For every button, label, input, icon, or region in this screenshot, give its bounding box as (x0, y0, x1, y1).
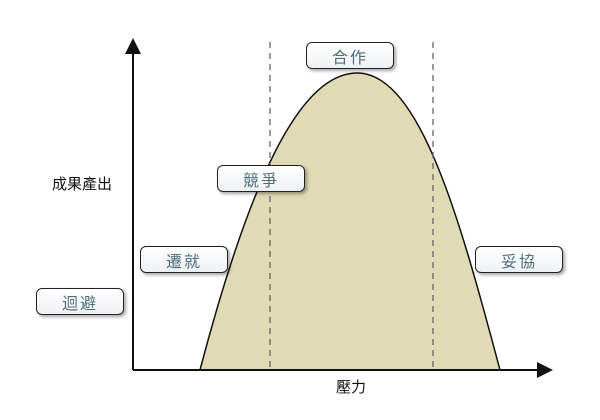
stage-collaborate: 合作 (306, 42, 394, 69)
x-axis-label: 壓力 (336, 378, 367, 396)
stage-accommodate: 遷就 (140, 246, 228, 273)
stage-compete: 競爭 (217, 165, 305, 192)
stage-compromise: 妥協 (475, 246, 563, 273)
performance-curve (199, 72, 501, 371)
stage-avoid: 迴避 (36, 288, 124, 315)
y-axis-label: 成果產出 (52, 175, 113, 193)
